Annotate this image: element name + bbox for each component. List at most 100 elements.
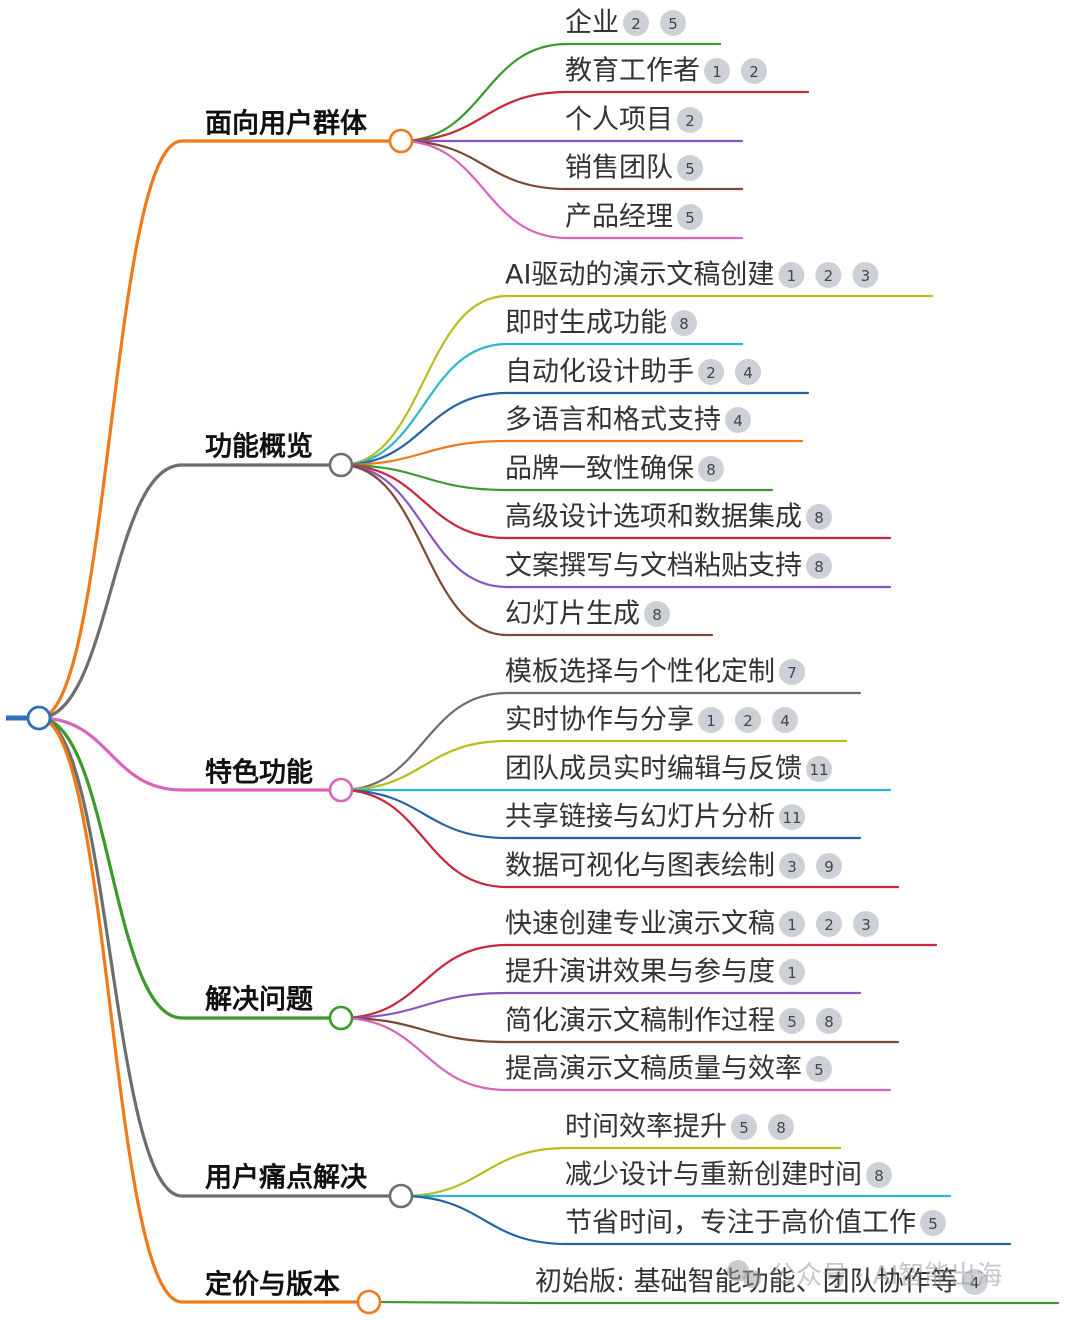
- reference-badge[interactable]: 11: [779, 804, 805, 830]
- reference-badge-circle: [698, 456, 724, 482]
- reference-badge[interactable]: 1: [704, 58, 730, 84]
- branch-node[interactable]: [356, 1289, 382, 1315]
- reference-badge-number: 8: [652, 606, 662, 624]
- reference-badge-number: 5: [685, 160, 695, 178]
- reference-badge[interactable]: 2: [677, 107, 703, 133]
- leaf-label[interactable]: 实时协作与分享: [505, 705, 694, 736]
- reference-badge-number: 4: [733, 412, 743, 430]
- reference-badge-number: 8: [824, 1013, 834, 1031]
- branch-node[interactable]: [388, 128, 414, 154]
- reference-badge[interactable]: 8: [806, 504, 832, 530]
- reference-badge[interactable]: 4: [735, 359, 761, 385]
- connector-nodes: [26, 128, 414, 1315]
- reference-badge[interactable]: 2: [816, 911, 842, 937]
- reference-badge[interactable]: 8: [644, 601, 670, 627]
- reference-badge[interactable]: 4: [772, 707, 798, 733]
- leaf-label[interactable]: 个人项目: [565, 105, 673, 136]
- leaf-label[interactable]: 产品经理: [565, 202, 673, 233]
- leaf-connector: [399, 139, 744, 240]
- reference-badge[interactable]: 5: [731, 1114, 757, 1140]
- leaf-label[interactable]: 简化演示文稿制作过程: [505, 1006, 775, 1037]
- leaf-label[interactable]: 文案撰写与文档粘贴支持: [505, 551, 802, 582]
- leaf-label[interactable]: 提高演示文稿质量与效率: [505, 1054, 802, 1085]
- branch-node[interactable]: [328, 1005, 354, 1031]
- leaf-connector: [339, 739, 848, 792]
- leaf-label[interactable]: 快速创建专业演示文稿: [505, 909, 775, 940]
- leaf-label[interactable]: AI驱动的演示文稿创建: [505, 260, 774, 291]
- reference-badge[interactable]: 1: [779, 959, 805, 985]
- leaf-label[interactable]: 教育工作者: [565, 56, 700, 87]
- reference-badge[interactable]: 3: [853, 911, 879, 937]
- branch-node[interactable]: [388, 1183, 414, 1209]
- reference-badge[interactable]: 5: [920, 1210, 946, 1236]
- leaf-label[interactable]: 销售团队: [565, 153, 673, 184]
- reference-badge[interactable]: 2: [815, 262, 842, 288]
- reference-badge[interactable]: 9: [816, 853, 842, 879]
- reference-badge[interactable]: 8: [806, 553, 832, 579]
- reference-badge[interactable]: 5: [806, 1056, 832, 1082]
- leaf-connector: [399, 1146, 842, 1198]
- leaf-label[interactable]: 共享链接与幻灯片分析: [505, 802, 775, 833]
- leaf-connector: [339, 463, 892, 540]
- reference-badge[interactable]: 7: [779, 659, 805, 685]
- reference-badge-circle: [853, 911, 879, 937]
- reference-badge[interactable]: 3: [779, 853, 805, 879]
- reference-badge-number: 8: [776, 1119, 786, 1137]
- leaf-label[interactable]: 即时生成功能: [505, 308, 667, 339]
- leaf-label[interactable]: 节省时间，专注于高价值工作: [565, 1208, 916, 1239]
- reference-badge[interactable]: 5: [677, 204, 703, 230]
- leaf-label[interactable]: 多语言和格式支持: [505, 405, 721, 436]
- reference-badge[interactable]: 1: [698, 707, 724, 733]
- reference-badge-number: 5: [739, 1119, 749, 1137]
- leaf-label[interactable]: 时间效率提升: [565, 1112, 727, 1143]
- leaf-connector: [339, 691, 862, 792]
- reference-badge-number: 2: [706, 364, 716, 382]
- leaf-label[interactable]: 团队成员实时编辑与反馈: [505, 754, 802, 785]
- branch-node[interactable]: [328, 452, 354, 478]
- reference-badge[interactable]: 4: [961, 1269, 988, 1295]
- leaf-label[interactable]: 企业: [565, 8, 619, 39]
- reference-badge[interactable]: 5: [779, 1008, 805, 1034]
- leaf-connector: [399, 90, 810, 143]
- branch-node[interactable]: [328, 777, 354, 803]
- reference-badge-circle: [735, 707, 761, 733]
- leaf-label[interactable]: 数据可视化与图表绘制: [505, 851, 775, 882]
- reference-badge[interactable]: 2: [735, 707, 761, 733]
- reference-badge[interactable]: 8: [816, 1008, 842, 1034]
- reference-badge[interactable]: 2: [698, 359, 724, 385]
- reference-badge-number: 4: [743, 364, 753, 382]
- wechat-icon: [727, 1260, 761, 1288]
- reference-badge[interactable]: 5: [677, 155, 703, 181]
- reference-badge[interactable]: 11: [806, 756, 832, 782]
- reference-badge[interactable]: 4: [725, 407, 751, 433]
- reference-badge[interactable]: 3: [852, 262, 879, 288]
- reference-badge-number: 3: [861, 916, 871, 934]
- leaf-label[interactable]: 提升演讲效果与参与度: [505, 957, 775, 988]
- reference-badge[interactable]: 8: [866, 1162, 892, 1188]
- reference-badge[interactable]: 2: [741, 58, 767, 84]
- leaf-label[interactable]: 减少设计与重新创建时间: [565, 1160, 862, 1191]
- reference-badge[interactable]: 2: [623, 10, 649, 36]
- reference-badge[interactable]: 8: [698, 456, 724, 482]
- leaf-label[interactable]: 品牌一致性确保: [505, 454, 694, 485]
- reference-badge-circle: [698, 707, 724, 733]
- reference-badge[interactable]: 1: [778, 262, 805, 288]
- reference-badge-circle: [671, 310, 697, 336]
- reference-badge-circle: [779, 959, 805, 985]
- reference-badge-circle: [725, 407, 751, 433]
- reference-badge-number: 8: [814, 558, 824, 576]
- root-node[interactable]: [26, 705, 52, 731]
- reference-badge[interactable]: 8: [671, 310, 697, 336]
- leaf-label[interactable]: 自动化设计助手: [505, 357, 694, 388]
- leaf-label[interactable]: 幻灯片生成: [505, 599, 640, 630]
- reference-badge-circle: [768, 1114, 794, 1140]
- branch-label: 解决问题: [205, 985, 313, 1016]
- reference-badge[interactable]: 8: [768, 1114, 794, 1140]
- reference-badge-number: 9: [824, 858, 834, 876]
- reference-badge[interactable]: 1: [779, 911, 805, 937]
- leaf-label[interactable]: 高级设计选项和数据集成: [505, 502, 802, 533]
- reference-badge[interactable]: 5: [660, 10, 686, 36]
- leaf-label[interactable]: 模板选择与个性化定制: [505, 657, 775, 688]
- reference-badge-number: 7: [787, 664, 797, 682]
- reference-badge-circle: [779, 911, 805, 937]
